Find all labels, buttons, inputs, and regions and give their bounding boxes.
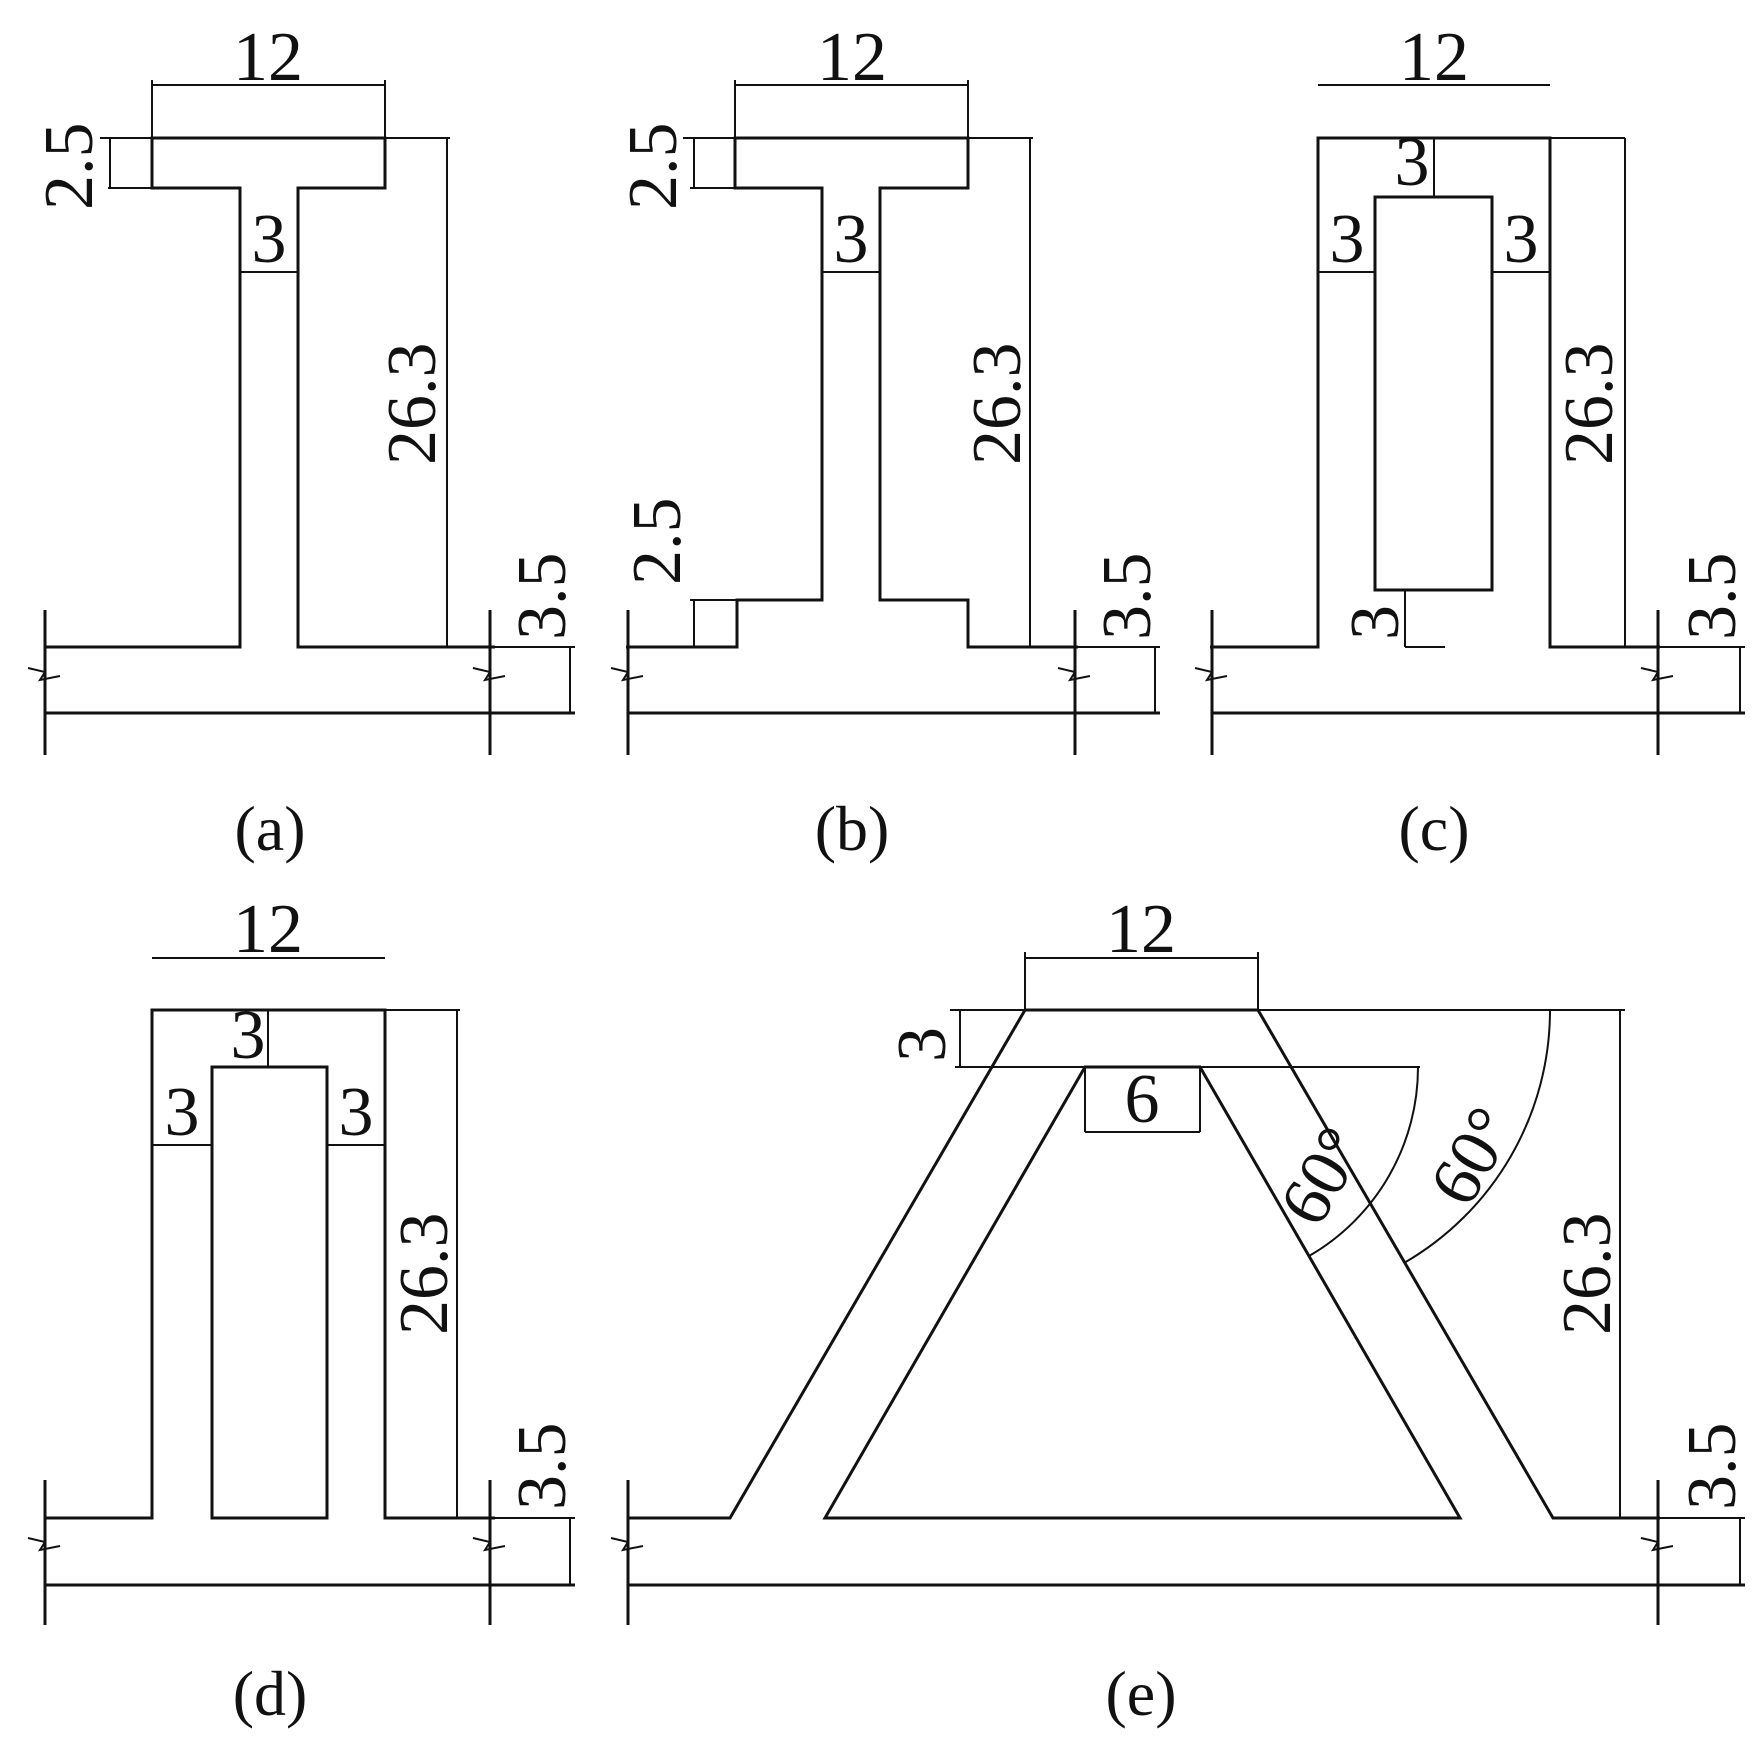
dim-top-width: 12	[233, 19, 303, 96]
dim-top-thickness: 3	[1395, 124, 1430, 201]
dim-bottom-gap: 3	[1337, 605, 1414, 640]
panel-caption: (c)	[1398, 793, 1469, 864]
panel-a: 12 2.5 3 26.3 3.5 (a)	[27, 19, 581, 864]
panel-caption: (d)	[233, 1658, 308, 1729]
dim-slab-thickness: 3.5	[1674, 553, 1751, 641]
dim-web-width: 3	[834, 201, 869, 278]
dim-slab-thickness: 3.5	[504, 1423, 581, 1511]
dim-top-width: 12	[233, 891, 303, 968]
break-symbol-right	[1640, 667, 1674, 682]
dim-height: 26.3	[1551, 343, 1628, 466]
break-symbol-right	[1057, 667, 1091, 682]
panel-caption: (a)	[234, 793, 305, 864]
dim-top-width: 12	[1399, 19, 1469, 96]
panel-e: 12 3 6 60° 60° 26.3 3.5 (e)	[610, 891, 1751, 1729]
break-symbol-right	[472, 1537, 506, 1552]
angle-arc	[1308, 1066, 1420, 1257]
dim-inner-width: 6	[1125, 1061, 1160, 1138]
dim-haunch: 2.5	[619, 498, 696, 586]
dim-web-width: 3	[252, 201, 287, 278]
dim-angle-outer: 60°	[1415, 1095, 1531, 1218]
dim-height: 26.3	[959, 343, 1036, 466]
dim-angle-inner: 60°	[1265, 1115, 1381, 1238]
dim-slab-thickness: 3.5	[1674, 1423, 1751, 1511]
dim-left-wall: 3	[165, 1074, 200, 1151]
dim-flange-thickness: 2.5	[615, 123, 692, 211]
panel-caption: (e)	[1105, 1658, 1176, 1729]
break-symbol-left	[1194, 667, 1228, 682]
break-symbol-right	[1640, 1537, 1674, 1552]
dim-top-width: 12	[817, 19, 887, 96]
dim-height: 26.3	[1549, 1213, 1626, 1336]
dim-slab-thickness: 3.5	[504, 553, 581, 641]
dim-top-thickness: 3	[231, 997, 266, 1074]
dim-right-wall: 3	[339, 1074, 374, 1151]
break-symbol-right	[472, 667, 506, 682]
panel-b: 12 2.5 3 26.3 2.5 3.5 (b)	[610, 19, 1166, 864]
dim-height: 26.3	[374, 343, 451, 466]
break-symbol-left	[610, 667, 644, 682]
dim-left-wall: 3	[1330, 201, 1365, 278]
break-symbol-left	[27, 1537, 61, 1552]
dim-height: 26.3	[386, 1213, 463, 1336]
dim-top-thickness: 3	[884, 1027, 961, 1062]
panel-c: 12 3 3 3 26.3 3 3.5 (c)	[1194, 19, 1751, 864]
dim-flange-thickness: 2.5	[31, 123, 108, 211]
dim-top-width: 12	[1106, 891, 1176, 968]
break-symbol-left	[27, 667, 61, 682]
angle-arc	[1403, 1009, 1551, 1264]
dim-slab-thickness: 3.5	[1089, 553, 1166, 641]
dim-right-wall: 3	[1504, 201, 1539, 278]
inner-void	[210, 1065, 329, 1520]
break-symbol-left	[610, 1537, 644, 1552]
panel-caption: (b)	[815, 793, 890, 864]
panel-d: 12 3 3 3 26.3 3.5 (d)	[27, 891, 581, 1729]
inner-void	[1373, 195, 1494, 592]
